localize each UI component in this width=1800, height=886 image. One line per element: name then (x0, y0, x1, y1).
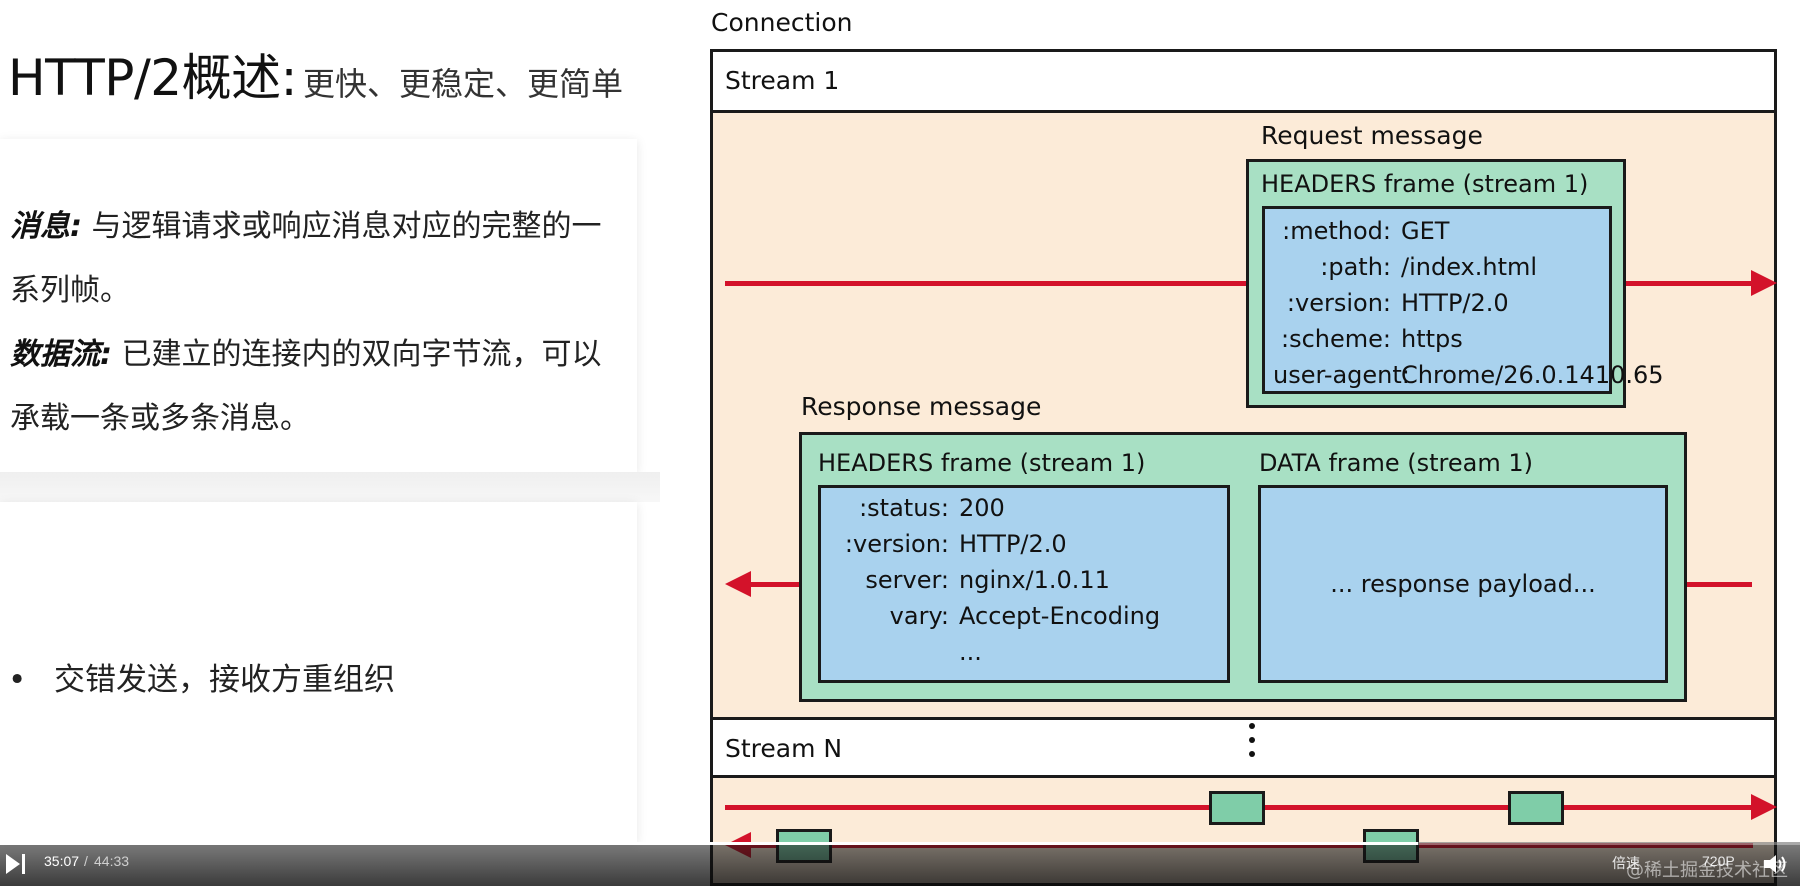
slide-title: HTTP/2概述:更快、更稳定、更简单 (8, 38, 623, 110)
play-pause-button[interactable] (4, 852, 32, 878)
stream-1-label: Stream 1 (725, 66, 840, 95)
response-arrow-head-icon (725, 571, 751, 597)
total-time: 44:33 (94, 853, 130, 869)
header-row: :status:200 (859, 494, 1005, 522)
response-data-frame-label: DATA frame (stream 1) (1259, 449, 1533, 477)
stream-n-label: Stream N (725, 734, 843, 763)
header-row: :version:HTTP/2.0 (1286, 289, 1509, 317)
request-headers-frame-label: HEADERS frame (stream 1) (1261, 170, 1589, 198)
watermark-text: @稀土掘金技术社区 (1626, 860, 1788, 881)
response-headers-block: :status:200 :version:HTTP/2.0 server:ngi… (818, 485, 1230, 683)
header-row: ... (959, 638, 982, 666)
current-time: 35:07 (44, 853, 80, 869)
volume-icon[interactable] (1762, 852, 1788, 876)
request-header-list: :method:GET :path:/index.html :version:H… (1273, 213, 1664, 393)
definition-term: 数据流: (10, 337, 112, 372)
header-row: :version:HTTP/2.0 (844, 530, 1067, 558)
definitions-card: 消息: 与逻辑请求或响应消息对应的完整的一系列帧。 数据流: 已建立的连接内的双… (0, 139, 637, 472)
request-arrow-head-icon (1751, 270, 1777, 296)
response-arrow-line-start (749, 582, 801, 587)
slide-divider-band (0, 472, 660, 502)
video-player-controls: 35:07 / 44:33 倍速 720P (0, 842, 1800, 886)
bullet-card: • 交错发送，接收方重组织 (0, 502, 637, 842)
definition-term: 消息: (10, 209, 82, 244)
slide-title-main: HTTP/2概述: (8, 49, 297, 107)
next-bar-icon (22, 854, 25, 874)
header-row: :path:/index.html (1320, 253, 1538, 281)
request-headers-frame: HEADERS frame (stream 1) :method:GET :pa… (1246, 159, 1664, 408)
time-separator: / (84, 853, 88, 869)
definition-message: 消息: 与逻辑请求或响应消息对应的完整的一系列帧。 (10, 195, 617, 323)
stream-n-header: Stream N (713, 717, 1774, 778)
interleaved-frame (1508, 791, 1564, 825)
response-payload-text: ... response payload... (1330, 570, 1596, 598)
response-message-label: Response message (801, 392, 1042, 421)
play-icon (6, 854, 20, 874)
bullet-item: • 交错发送，接收方重组织 (8, 654, 395, 699)
interleaved-frame (1209, 791, 1265, 825)
response-frames: HEADERS frame (stream 1) DATA frame (str… (799, 432, 1687, 702)
bullet-dot-icon: • (8, 662, 27, 698)
header-row: :method:GET (1282, 217, 1450, 245)
progress-fill (0, 842, 1419, 845)
response-data-block: ... response payload... (1258, 485, 1668, 683)
connection-label: Connection (711, 8, 853, 37)
connection-box: Stream 1 Request message HEADERS frame (… (710, 49, 1777, 886)
response-headers-frame-label: HEADERS frame (stream 1) (818, 449, 1146, 477)
header-row: vary:Accept-Encoding (889, 602, 1161, 630)
lane-top-arrow-head-icon (1751, 794, 1777, 820)
response-arrow-line-end (1686, 582, 1752, 587)
http2-framing-diagram: Connection Stream 1 Request message HEAD… (700, 0, 1800, 886)
definition-text: 已建立的连接内的双向字节流，可以承载一条或多条消息。 (10, 337, 602, 436)
quality-button[interactable]: 720P (1702, 853, 1735, 869)
request-arrow-line (725, 281, 1249, 286)
progress-track[interactable] (0, 842, 1800, 845)
speed-button[interactable]: 倍速 (1612, 855, 1640, 871)
definition-stream: 数据流: 已建立的连接内的双向字节流，可以承载一条或多条消息。 (10, 323, 617, 451)
response-header-list: :status:200 :version:HTTP/2.0 server:ngi… (829, 490, 1160, 670)
header-row: server:nginx/1.0.11 (865, 566, 1110, 594)
vertical-ellipsis-icon (1249, 723, 1255, 765)
request-message-label: Request message (1261, 121, 1483, 150)
header-row: :scheme:https (1281, 325, 1463, 353)
bullet-text: 交错发送，接收方重组织 (54, 662, 395, 698)
header-row: user-agent:Chrome/26.0.1410.65 (1273, 361, 1664, 389)
request-arrow-line-end (1623, 281, 1753, 286)
stream-1-header: Stream 1 (713, 52, 1774, 113)
definition-text: 与逻辑请求或响应消息对应的完整的一系列帧。 (10, 209, 602, 308)
request-headers-block: :method:GET :path:/index.html :version:H… (1262, 206, 1664, 394)
slide-title-subtitle: 更快、更稳定、更简单 (302, 65, 623, 103)
